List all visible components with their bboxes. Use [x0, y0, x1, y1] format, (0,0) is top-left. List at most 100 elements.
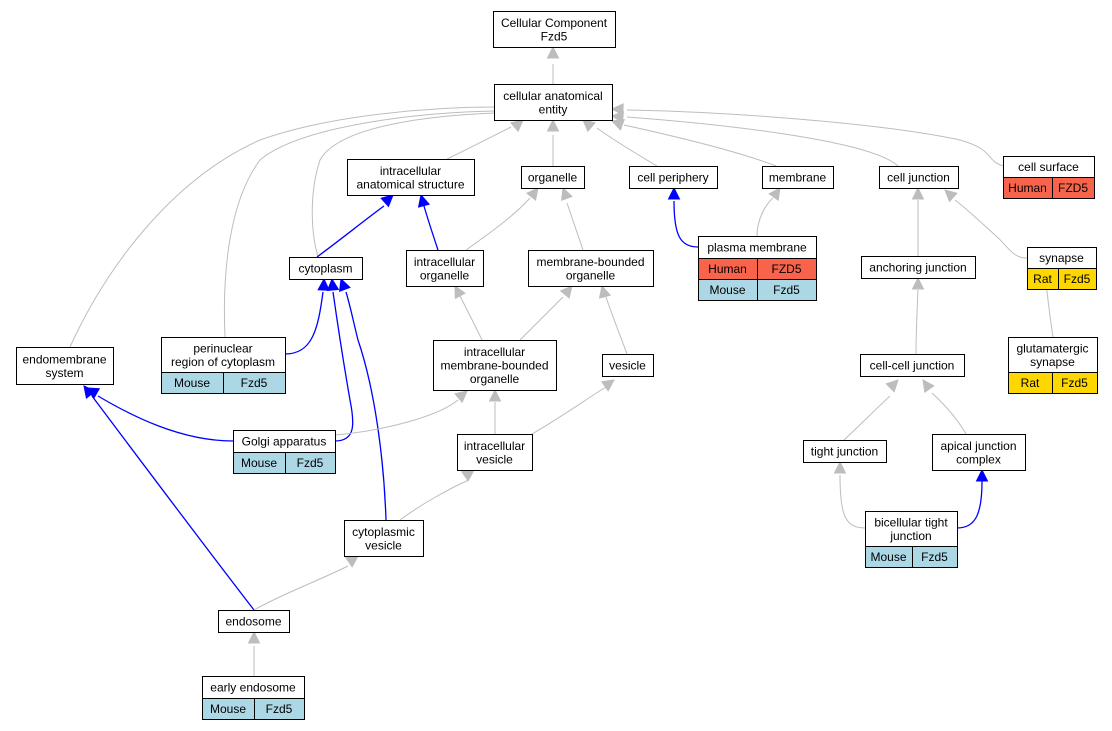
node-label: organelle — [470, 372, 520, 386]
edge-line — [519, 296, 564, 341]
node-box — [161, 337, 286, 373]
gene-label: Fzd5 — [1061, 376, 1088, 390]
node-label: system — [45, 366, 83, 380]
node-tight[interactable]: tight junction — [803, 440, 887, 463]
edge-arrowhead — [598, 284, 612, 299]
gene-cell — [912, 546, 958, 568]
node-label: plasma membrane — [707, 241, 807, 255]
edge-line — [311, 112, 497, 258]
edge-arrowhead — [380, 194, 394, 208]
edge-line — [423, 205, 439, 251]
edge-arrowhead — [525, 187, 539, 201]
gene-label: Fzd5 — [1064, 272, 1091, 286]
edge-line — [223, 110, 497, 338]
node-vesicle[interactable]: vesicle — [602, 354, 654, 377]
node-cytoplasm[interactable]: cytoplasm — [289, 257, 363, 280]
node-label: organelle — [528, 171, 578, 185]
node-membrane[interactable]: membrane — [762, 166, 834, 189]
edge-bicellular-to-apical — [956, 468, 989, 529]
node-label: vesicle — [609, 359, 646, 373]
edge-arrowhead — [546, 118, 560, 132]
node-cellperiph[interactable]: cell periphery — [629, 166, 718, 189]
gene-label: FZD5 — [772, 262, 802, 276]
edges-layer — [69, 45, 1054, 676]
node-label: cellular anatomical — [503, 89, 602, 103]
species-label: Rat — [1021, 376, 1040, 390]
edge-line — [345, 291, 387, 521]
node-label: vesicle — [476, 452, 513, 466]
edge-arrowhead — [83, 385, 97, 399]
node-celljunction[interactable]: cell junction — [879, 166, 959, 189]
node-box — [406, 250, 484, 287]
node-label: perinuclear — [193, 341, 252, 355]
edge-line — [1045, 282, 1054, 338]
edge-anchoring-to-celljunction — [911, 186, 925, 256]
edge-arrowhead — [546, 45, 560, 59]
edge-line — [284, 291, 324, 355]
edge-arrowhead — [667, 186, 681, 200]
node-label: cell surface — [1018, 160, 1079, 174]
edge-line — [566, 202, 584, 251]
node-label: cytoplasm — [298, 262, 352, 276]
node-label: cell junction — [887, 171, 950, 185]
node-box — [493, 11, 616, 48]
node-endosome[interactable]: endosome — [218, 610, 290, 633]
species-label: Mouse — [241, 456, 277, 470]
node-label: Golgi apparatus — [242, 435, 327, 449]
gene-cell — [1058, 268, 1097, 290]
node-label: membrane-bounded — [440, 359, 548, 373]
gene-cell — [285, 452, 336, 474]
edge-endomem-to-cae — [69, 106, 497, 348]
edge-line — [626, 116, 899, 167]
edge-line — [756, 197, 774, 237]
edge-line — [334, 399, 459, 436]
annotation-row: Rat Fzd5 — [1008, 372, 1098, 394]
gene-label: Fzd5 — [241, 376, 268, 390]
edge-line — [531, 386, 607, 435]
node-label: bicellular tight — [874, 515, 948, 529]
edge-arrowhead — [460, 469, 475, 482]
edge-line — [605, 296, 628, 355]
node-box — [494, 84, 613, 121]
node-cellcell[interactable]: cell-cell junction — [860, 354, 965, 377]
node-label: Fzd5 — [541, 29, 568, 43]
edge-arrowhead — [561, 186, 573, 201]
node-label: Cellular Component — [501, 16, 608, 30]
gene-label: Fzd5 — [266, 702, 293, 716]
edge-arrowhead — [417, 193, 431, 208]
edge-endosome-to-cytovesicle — [253, 555, 359, 611]
node-organelle[interactable]: organelle — [521, 166, 585, 189]
edge-bicellular-to-tight — [833, 460, 866, 529]
edge-celljunction-to-cae — [610, 110, 899, 167]
node-box — [1008, 337, 1098, 373]
node-box — [347, 159, 475, 196]
node-box — [457, 434, 533, 471]
node-anchoring[interactable]: anchoring junction — [861, 256, 976, 279]
node-label: junction — [889, 529, 931, 543]
edge-cellperiph-to-cae — [582, 119, 658, 167]
